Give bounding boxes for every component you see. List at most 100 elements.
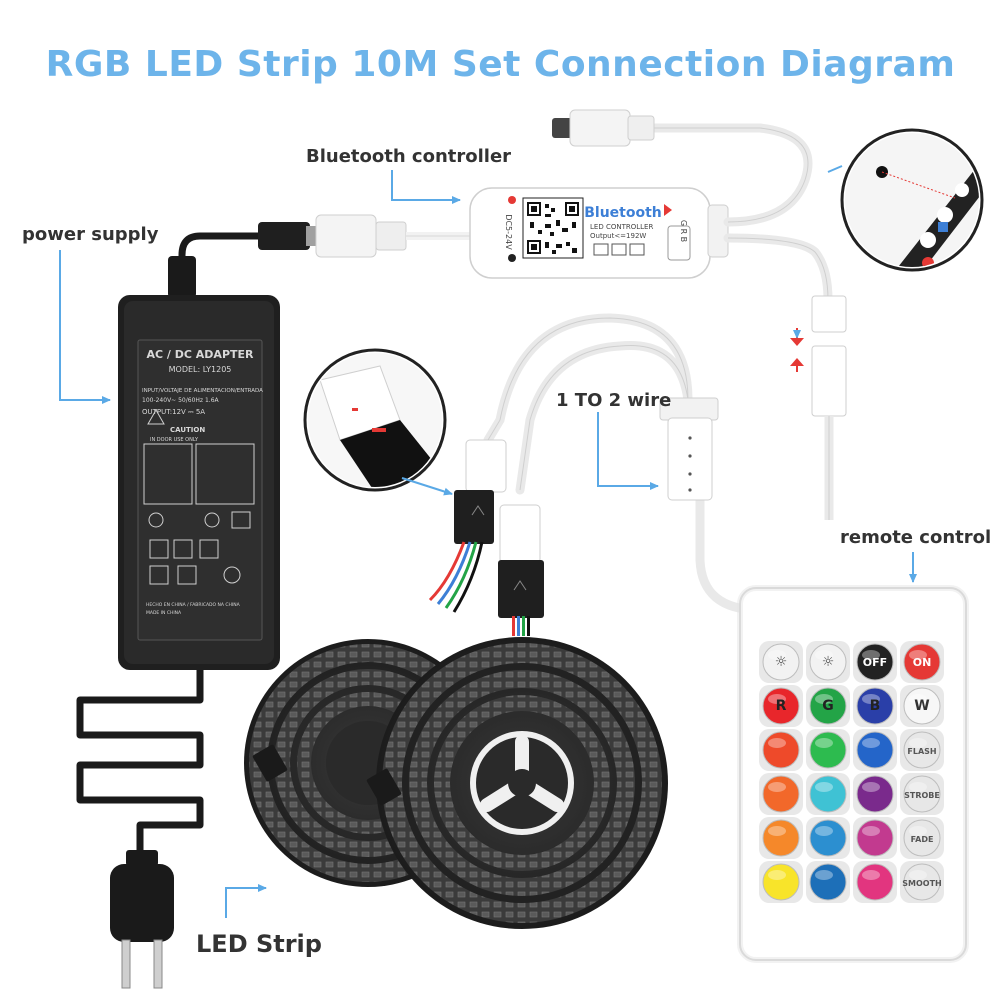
remote-button-0[interactable]: ☼: [759, 641, 803, 683]
remote-button-face: [903, 731, 941, 769]
remote-button-highlight: [909, 650, 927, 660]
remote-button-highlight: [862, 694, 880, 704]
remote-button-7[interactable]: W: [900, 685, 944, 727]
adapter-caution: CAUTION: [170, 426, 205, 434]
qr-code: [527, 202, 579, 254]
remote-button-13[interactable]: [806, 773, 850, 815]
remote-button-face: [762, 687, 800, 725]
remote-button-22[interactable]: [853, 861, 897, 903]
remote-button-face: [856, 731, 894, 769]
remote-button-face: [856, 687, 894, 725]
remote-button-label: W: [914, 698, 929, 714]
remote-button-face: [762, 775, 800, 813]
label-led-strip: LED Strip: [196, 930, 322, 958]
remote-button-3[interactable]: ON: [900, 641, 944, 683]
controller-pins: G R B: [679, 220, 688, 242]
power-plug: [110, 850, 174, 989]
remote-button-face: [762, 643, 800, 681]
remote-button-21[interactable]: [806, 861, 850, 903]
adapter-heading: AC / DC ADAPTER: [146, 348, 254, 361]
remote-button-8[interactable]: [759, 729, 803, 771]
remote-button-12[interactable]: [759, 773, 803, 815]
remote-button-highlight: [909, 826, 927, 836]
label-arrows: [59, 170, 917, 918]
remote-button-label: FLASH: [907, 747, 936, 756]
remote-button-highlight: [768, 650, 786, 660]
remote-button-face: [762, 731, 800, 769]
label-one-to-two-wire: 1 TO 2 wire: [556, 390, 672, 411]
remote-button-highlight: [862, 826, 880, 836]
remote-button-10[interactable]: [853, 729, 897, 771]
remote-button-11[interactable]: FLASH: [900, 729, 944, 771]
led-reel-front: [366, 637, 668, 929]
remote-button-6[interactable]: B: [853, 685, 897, 727]
remote-button-label: OFF: [863, 656, 887, 669]
remote-button-highlight: [815, 650, 833, 660]
label-power-supply: power supply: [22, 224, 159, 245]
remote-button-highlight: [909, 694, 927, 704]
remote-button-face: [762, 863, 800, 901]
remote-button-face: [762, 819, 800, 857]
label-remote-control: remote control: [840, 527, 992, 548]
adapter-input-line: INPUT/VOLTAJE DE ALIMENTACION/ENTRADA: [142, 388, 263, 394]
remote-button-highlight: [815, 694, 833, 704]
splitter-hub: [659, 397, 719, 501]
remote-button-label: ☼: [822, 654, 835, 670]
remote-button-5[interactable]: G: [806, 685, 850, 727]
remote-button-highlight: [768, 782, 786, 792]
remote-button-20[interactable]: [759, 861, 803, 903]
adapter-input-value: 100-240V~ 50/60Hz 1.6A: [142, 397, 220, 404]
remote-button-9[interactable]: [806, 729, 850, 771]
remote-button-23[interactable]: SMOOTH: [900, 861, 944, 903]
ir-receiver-wire: [790, 295, 847, 520]
strip-connector-a: [428, 439, 507, 613]
adapter-model: MODEL: LY1205: [169, 365, 232, 374]
remote-button-15[interactable]: STROBE: [900, 773, 944, 815]
remote-button-face: [809, 643, 847, 681]
remote-button-1[interactable]: ☼: [806, 641, 850, 683]
remote-button-label: STROBE: [904, 791, 940, 800]
power-cord: [76, 664, 204, 859]
controller-line1: LED CONTROLLER: [590, 223, 653, 231]
remote-button-17[interactable]: [806, 817, 850, 859]
remote-button-face: [856, 643, 894, 681]
remote-button-label: ☼: [775, 654, 788, 670]
remote-button-highlight: [768, 826, 786, 836]
remote-button-highlight: [815, 782, 833, 792]
remote-button-face: [903, 687, 941, 725]
remote-button-face: [856, 775, 894, 813]
controller-line2: Output<=192W: [590, 232, 646, 240]
remote-button-2[interactable]: OFF: [853, 641, 897, 683]
remote-control: ☼ ☼ OFF ON R G B W FLASH STROBE FADE SMOOTH: [737, 585, 969, 963]
remote-button-19[interactable]: FADE: [900, 817, 944, 859]
remote-button-label: R: [776, 698, 787, 714]
remote-button-highlight: [815, 870, 833, 880]
remote-button-face: [903, 863, 941, 901]
diagram-title: RGB LED Strip 10M Set Connection Diagram: [45, 44, 956, 85]
remote-button-face: [903, 643, 941, 681]
remote-button-highlight: [909, 738, 927, 748]
remote-button-18[interactable]: [853, 817, 897, 859]
bluetooth-controller: Bluetooth LED CONTROLLER Output<=192W DC…: [469, 187, 729, 279]
remote-button-face: [903, 819, 941, 857]
dc-cable: [178, 232, 266, 294]
dc-plug: [168, 214, 470, 298]
remote-button-14[interactable]: [853, 773, 897, 815]
remote-button-face: [809, 775, 847, 813]
adapter-made-in: HECHO EN CHINA / FABRICADO NA CHINA: [146, 602, 241, 608]
remote-button-4[interactable]: R: [759, 685, 803, 727]
connector-zoom: [303, 348, 453, 496]
remote-button-label: ON: [913, 656, 932, 669]
remote-button-16[interactable]: [759, 817, 803, 859]
remote-button-highlight: [862, 782, 880, 792]
remote-button-label: G: [822, 698, 834, 714]
controller-wires-outline: [640, 127, 829, 301]
remote-button-face: [809, 687, 847, 725]
remote-button-highlight: [768, 870, 786, 880]
remote-button-label: FADE: [911, 835, 934, 844]
remote-button-highlight: [815, 826, 833, 836]
remote-buttons: ☼ ☼ OFF ON R G B W FLASH STROBE FADE SMOOTH: [759, 641, 944, 903]
remote-button-highlight: [768, 694, 786, 704]
remote-button-highlight: [862, 870, 880, 880]
